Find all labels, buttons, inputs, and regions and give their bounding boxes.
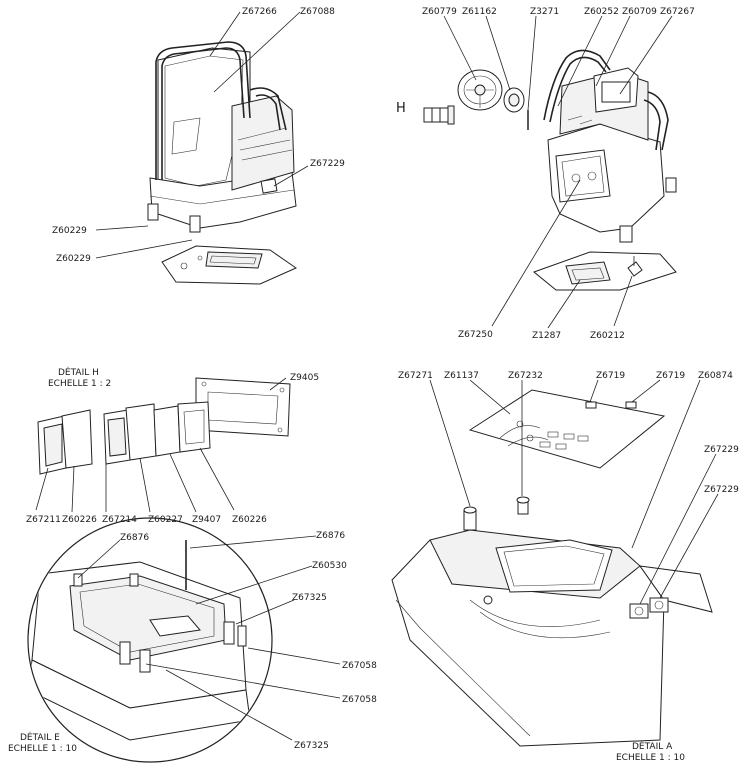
- detail-a-view: [391, 379, 719, 747]
- label-z67325-lower: Z67325: [294, 741, 329, 751]
- detail-h-scale: ECHELLE 1 : 2: [48, 379, 111, 389]
- label-z67058-lower: Z67058: [342, 695, 377, 705]
- label-z60252: Z60252: [584, 7, 619, 17]
- label-z60709: Z60709: [622, 7, 657, 17]
- detail-h-title: DÉTAIL H: [58, 366, 99, 378]
- detail-a-leader-lines: [429, 379, 719, 605]
- label-z67266: Z67266: [242, 7, 277, 17]
- detail-h-marker: H: [396, 101, 406, 116]
- detail-h-leader-lines: [35, 377, 287, 513]
- handle-bar-frame: [155, 41, 287, 180]
- label-z6876-right: Z6876: [316, 531, 345, 541]
- steering-wheel: [457, 69, 503, 111]
- label-z6719-right: Z6719: [656, 371, 685, 381]
- detail-e-title: DÉTAIL E: [20, 731, 60, 743]
- machine-body-front: [149, 47, 297, 229]
- label-z9405: Z9405: [290, 373, 319, 383]
- detail-a-scale: ECHELLE 1 : 10: [616, 753, 685, 763]
- top-right-leader-lines: [443, 15, 673, 329]
- top-left-leader-lines: [95, 11, 309, 259]
- switch-body-left: [37, 409, 93, 475]
- detail-a-title: DÉTAIL A: [632, 740, 673, 752]
- steering-hub: [503, 87, 525, 113]
- label-z67250: Z67250: [458, 330, 493, 340]
- detail-e-scale: ECHELLE 1 : 10: [8, 744, 77, 754]
- label-z61137: Z61137: [444, 371, 479, 381]
- label-z6876-left: Z6876: [120, 533, 149, 543]
- label-z60874: Z60874: [698, 371, 733, 381]
- label-z60530: Z60530: [312, 561, 347, 571]
- switch-body-center: [103, 403, 157, 465]
- base-plate: [161, 245, 298, 285]
- hinge-brackets: [147, 203, 201, 233]
- control-panel-plate: [468, 389, 666, 469]
- label-z67271: Z67271: [398, 371, 433, 381]
- label-z60227: Z60227: [148, 515, 183, 525]
- label-z60226-right: Z60226: [232, 515, 267, 525]
- label-z60226-left: Z60226: [62, 515, 97, 525]
- post-and-pin: [463, 496, 530, 531]
- label-z67229: Z67229: [310, 159, 345, 169]
- label-z67325-upper: Z67325: [292, 593, 327, 603]
- label-z67267: Z67267: [660, 7, 695, 17]
- label-z60212: Z60212: [590, 331, 625, 341]
- label-z67214: Z67214: [102, 515, 137, 525]
- rear-base-plate: [532, 251, 677, 291]
- label-z61162: Z61162: [462, 7, 497, 17]
- detail-a-body: [391, 529, 713, 747]
- clip-parts: [585, 401, 637, 409]
- detail-e-leader-lines: [77, 535, 341, 741]
- label-z60229-upper: Z60229: [52, 226, 87, 236]
- bezel-plate: [195, 377, 291, 437]
- detail-e-circle-view: [27, 517, 341, 763]
- label-z67058-upper: Z67058: [342, 661, 377, 671]
- top-right-rear-view: [423, 15, 677, 329]
- detail-h-switch-cluster: [423, 105, 455, 125]
- rear-handle-frame: [543, 49, 669, 151]
- label-z3271: Z3271: [530, 7, 559, 17]
- switch-frame-right: [153, 401, 211, 457]
- label-z67229-upper: Z67229: [704, 445, 739, 455]
- machine-body-rear: [547, 67, 677, 243]
- label-z60779: Z60779: [422, 7, 457, 17]
- label-z67088: Z67088: [300, 7, 335, 17]
- detail-h-exploded-switches: [35, 377, 291, 513]
- label-z60229-lower: Z60229: [56, 254, 91, 264]
- label-z6719-left: Z6719: [596, 371, 625, 381]
- label-z67232: Z67232: [508, 371, 543, 381]
- label-z67229-lower: Z67229: [704, 485, 739, 495]
- top-left-assembly-view: [95, 11, 309, 285]
- label-z1287: Z1287: [532, 331, 561, 341]
- label-z9407: Z9407: [192, 515, 221, 525]
- label-z67211: Z67211: [26, 515, 61, 525]
- detail-e-compartment: [29, 561, 251, 741]
